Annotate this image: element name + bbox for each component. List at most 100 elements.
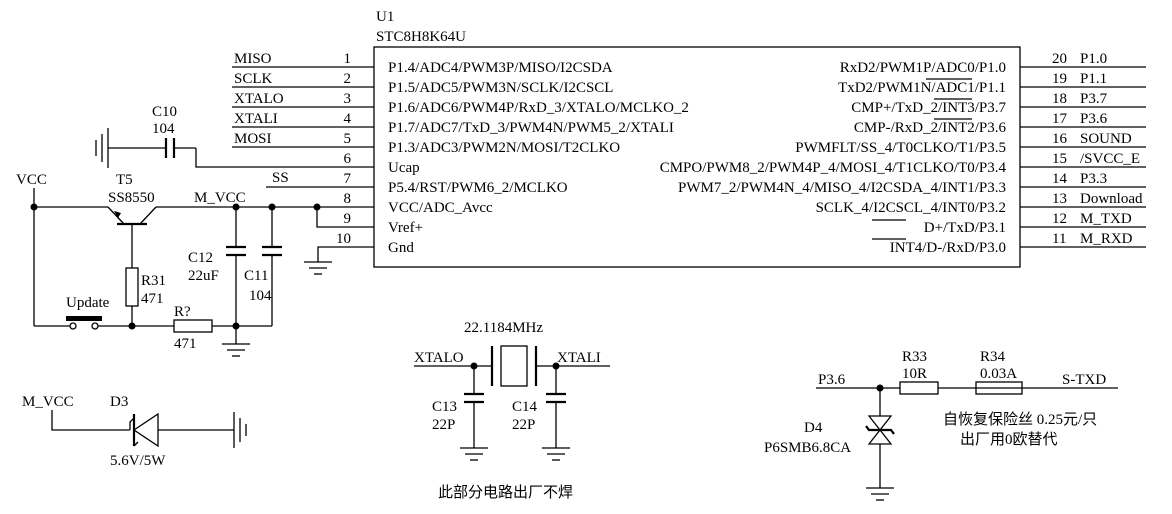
u1-pin-2-number: 2 [344,71,352,87]
t5-arrow [114,211,121,218]
u1-left-pins: 1P1.4/ADC4/PWM3P/MISO/I2CSDAMISO2P1.5/AD… [232,51,689,256]
c10-ref: C10 [152,104,177,120]
d3-value: 5.6V/5W [110,453,166,469]
update-label: Update [66,295,110,311]
net-label-19: P1.1 [1080,71,1107,87]
d3-cathode-bend [129,417,135,430]
net-label-16: SOUND [1080,131,1132,147]
u1-pin-18-function: CMP+/TxD_2/INT3/P3.7 [851,100,1006,116]
u1-pin-1-number: 1 [344,51,352,67]
u1-pin-4-function: P1.7/ADC7/TxD_3/PWM4N/PWM5_2/XTALI [388,120,674,136]
p36-label: P3.6 [818,372,846,388]
u1-ref: U1 [376,9,394,25]
u1-pin-3-function: P1.6/ADC6/PWM4P/RxD_3/XTALO/MCLKO_2 [388,100,689,116]
crystal-net-xtali: XTALI [557,350,601,366]
u1-pin-5-number: 5 [344,131,352,147]
d3-cathode-tail [133,441,139,447]
u1-pin-19-number: 19 [1052,71,1067,87]
r33-body [899,381,939,395]
net-label-sclk: SCLK [234,71,273,87]
d3-left-wire [51,410,130,431]
u1-pin-15-function: CMPO/PWM8_2/PWM4P_4/MOSI_4/T1CLKO/T0/P3.… [660,160,1007,176]
power-switch-circuit: VCC T5 SS8550 M_VCC SS R31 471 [16,170,374,357]
c10-to-ucap [195,148,232,168]
net-label-xtali: XTALI [234,111,278,127]
c13-value: 22P [432,417,455,433]
u1-pin-1-function: P1.4/ADC4/PWM3P/MISO/I2CSDA [388,60,613,76]
d3-net-label: M_VCC [22,394,74,410]
d3-triangle [132,412,159,448]
u1-pin-7-function: P5.4/RST/PWM6_2/MCLKO [388,180,568,196]
r-unassigned-value: 471 [174,336,197,352]
u1-pin-11-function: INT4/D-/RxD/P3.0 [890,240,1006,256]
u1-pin-12-number: 12 [1052,211,1067,227]
t5-emitter [107,206,125,225]
net-label-20: P1.0 [1080,51,1107,67]
u1-pin-10-number: 10 [336,231,351,247]
crystal-note: 此部分电路出厂不焊 [438,484,573,501]
t5-collector [139,206,157,225]
t5-value: SS8550 [108,190,155,206]
vref-tie [316,207,374,228]
r34-ref: R34 [980,349,1006,365]
u1-right-pins: 20RxD2/PWM1P/ADC0/P1.0P1.019TxD2/PWM1N/A… [660,51,1146,256]
d3-ref: D3 [110,394,128,410]
u1-body [373,46,1021,268]
c10-ucap-circuit: C10 104 [95,104,232,168]
crystal-freq: 22.1184MHz [464,320,543,336]
d4-bar [865,425,895,435]
ss-label: SS [272,170,289,186]
r-unassigned-ref: R? [174,304,191,320]
net-label-18: P3.7 [1080,91,1108,107]
btn-actuator [66,316,102,321]
c12-ref: C12 [188,250,213,266]
r31-value: 471 [141,291,164,307]
c11-value: 104 [249,288,272,304]
u1-part-number: STC8H8K64U [376,29,466,45]
net-label-xtalo: XTALO [234,91,284,107]
stxd-protection-circuit: P3.6 R33 10R R34 0.03A S-TXD 自恢复保险丝 0.25… [764,349,1118,501]
r-unassigned-body [173,319,213,333]
c10-value: 104 [152,121,175,137]
u1-pin-20-number: 20 [1052,51,1067,67]
u1-pin-13-function: SCLK_4/I2CSCL_4/INT0/P3.2 [816,200,1006,216]
c14-ref: C14 [512,399,538,415]
net-label-mosi: MOSI [234,131,272,147]
net-label-12: M_TXD [1080,211,1132,227]
u1-chip: U1 STC8H8K64U 1P1.4/ADC4/PWM3P/MISO/I2CS… [232,9,1146,268]
t5-ref: T5 [116,172,133,188]
d4-value: P6SMB6.8CA [764,440,851,456]
u1-pin-17-function: CMP-/RxD_2/INT2/P3.6 [854,120,1007,136]
net-label-17: P3.6 [1080,111,1108,127]
u1-pin-16-function: PWMFLT/SS_4/T0CLKO/T1/P3.5 [795,140,1006,156]
d3-circuit: M_VCC D3 5.6V/5W [22,394,247,469]
u1-pin-12-function: D+/TxD/P3.1 [924,220,1006,236]
vcc-label: VCC [16,172,47,188]
u1-pin-7-number: 7 [344,171,352,187]
crystal-circuit: 22.1184MHz XTALO XTALI C13 22P C14 22P 此… [414,320,610,501]
net-label-11: M_RXD [1080,231,1133,247]
r33-ref: R33 [902,349,927,365]
net-label-15: /SVCC_E [1080,151,1140,167]
u1-pin-3-number: 3 [344,91,352,107]
d4-ref: D4 [804,420,823,436]
u1-pin-9-number: 9 [344,211,352,227]
r33-value: 10R [902,366,927,382]
u1-pin-6-number: 6 [344,151,352,167]
c13-ref: C13 [432,399,457,415]
btn-contact-right [91,322,99,330]
r31-body [125,267,139,307]
u1-pin-19-function: TxD2/PWM1N/ADC1/P1.1 [838,80,1006,96]
r31-ref: R31 [141,273,166,289]
c14-value: 22P [512,417,535,433]
fuse-note-2: 出厂用0欧替代 [960,431,1058,448]
u1-pin-8-number: 8 [344,191,352,207]
u1-pin-9-function: Vref+ [388,220,423,236]
u1-pin-5-function: P1.3/ADC3/PWM2N/MOSI/T2CLKO [388,140,620,156]
c12-value: 22uF [188,268,219,284]
u1-pin-14-number: 14 [1052,171,1068,187]
u1-pin-15-number: 15 [1052,151,1067,167]
u1-pin-18-number: 18 [1052,91,1067,107]
stxd-label: S-TXD [1062,372,1106,388]
